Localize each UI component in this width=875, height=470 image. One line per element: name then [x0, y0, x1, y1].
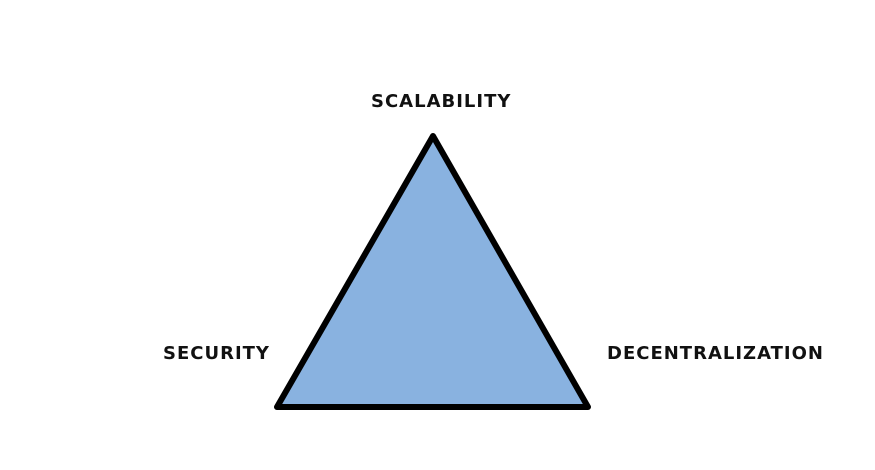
- vertex-label-right: DECENTRALIZATION: [607, 343, 824, 364]
- vertex-label-left: SECURITY: [163, 343, 270, 364]
- trilemma-triangle: [274, 133, 591, 410]
- vertex-label-top: SCALABILITY: [371, 91, 512, 112]
